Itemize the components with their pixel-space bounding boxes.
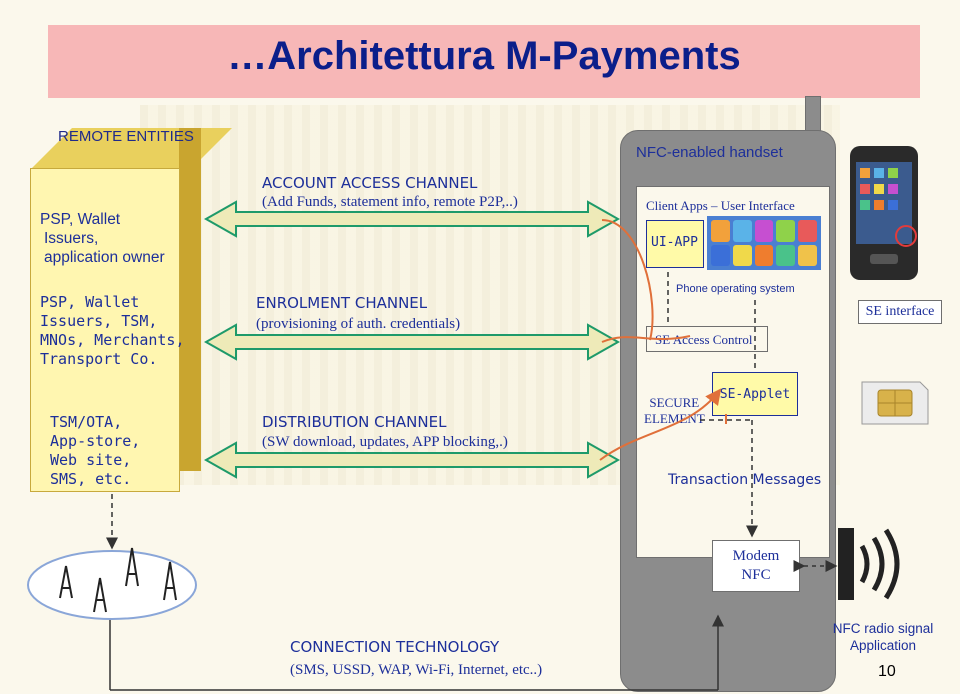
channel-subtitle: (SW download, updates, APP blocking,.): [262, 434, 508, 450]
entity-line: application owner: [44, 249, 165, 266]
page-number: 10: [878, 663, 896, 680]
channel-title: ENROLMENT CHANNEL: [256, 294, 428, 312]
app-icon: [754, 220, 774, 242]
distribution-arrow: [203, 441, 621, 479]
app-icon: [711, 220, 730, 242]
page-title: …Architettura M-Payments: [227, 34, 741, 78]
ui-app-box: UI-APP: [646, 220, 704, 268]
remote-entities-label: REMOTE ENTITIES: [58, 128, 194, 145]
entity-line: SMS, etc.: [50, 470, 132, 488]
entity-group-1: PSP, Wallet Issuers, application owner: [40, 210, 165, 267]
channel-title: DISTRIBUTION CHANNEL: [262, 413, 447, 431]
entity-line: Issuers, TSM,: [40, 312, 158, 330]
nfc-signal-line: Application: [849, 638, 917, 653]
app-icon: [798, 244, 817, 266]
channel-title: ACCOUNT ACCESS CHANNEL: [262, 174, 478, 192]
entity-line: Transport Co.: [40, 350, 158, 368]
entity-line: Web site,: [50, 451, 132, 469]
channel-subtitle: (provisioning of auth. credentials): [256, 316, 461, 332]
entities-box-side: [179, 128, 201, 471]
sim-card-icon: [861, 381, 929, 425]
entity-line: App-store,: [50, 432, 141, 450]
app-icon: [754, 244, 774, 266]
transaction-messages-label: Transaction Messages: [668, 472, 822, 488]
app-icon: [711, 244, 730, 266]
entity-group-2: PSP, Wallet Issuers, TSM, MNOs, Merchant…: [40, 293, 185, 369]
entity-line: MNOs, Merchants,: [40, 331, 185, 349]
handset-label: NFC-enabled handset: [636, 144, 783, 161]
entity-line: Issuers,: [44, 230, 99, 247]
phone-os-label: Phone operating system: [676, 283, 795, 295]
modem-nfc-box: Modem NFC: [712, 540, 800, 592]
connection-title: CONNECTION TECHNOLOGY: [290, 638, 500, 656]
modem-line: NFC: [741, 567, 771, 583]
entity-line: PSP, Wallet: [40, 293, 140, 311]
app-icon: [732, 244, 752, 266]
se-interface-label: SE interface: [858, 300, 942, 324]
channel-subtitle: (Add Funds, statement info, remote P2P,.…: [262, 194, 518, 210]
entity-line: TSM/OTA,: [50, 413, 123, 431]
smartphone-icon: [850, 146, 918, 280]
nfc-signal-label: NFC radio signal Application: [828, 620, 938, 654]
entities-box: [30, 168, 180, 492]
entity-line: PSP, Wallet: [40, 211, 121, 228]
nfc-antenna-icon: [838, 528, 900, 600]
app-icon: [776, 244, 796, 266]
se-applet-box: SE-Applet: [712, 372, 798, 416]
network-cloud-icon: [27, 547, 197, 620]
link-enrolment-to-se: [601, 335, 691, 343]
enrolment-arrow: [203, 323, 621, 361]
entity-group-3: TSM/OTA, App-store, Web site, SMS, etc.: [50, 413, 140, 489]
modem-line: Modem: [732, 548, 780, 564]
connection-subtitle: (SMS, USSD, WAP, Wi-Fi, Internet, etc..): [290, 662, 543, 678]
link-distribution-to-applet: [599, 388, 722, 461]
client-apps-label: Client Apps – User Interface: [646, 198, 795, 213]
app-icon: [732, 220, 752, 242]
app-icon: [798, 220, 817, 242]
client-applications-grid: [707, 216, 821, 270]
title-bar: [48, 25, 920, 98]
app-icon: [776, 220, 796, 242]
secure-element-label: SECURE ELEMENT: [644, 395, 705, 427]
nfc-signal-line: NFC radio signal: [832, 621, 934, 636]
account-access-arrow: [203, 200, 621, 238]
link-account-to-se: [601, 219, 654, 341]
secure-element-line: ELEMENT: [644, 411, 705, 426]
secure-element-line: SECURE: [649, 395, 700, 410]
